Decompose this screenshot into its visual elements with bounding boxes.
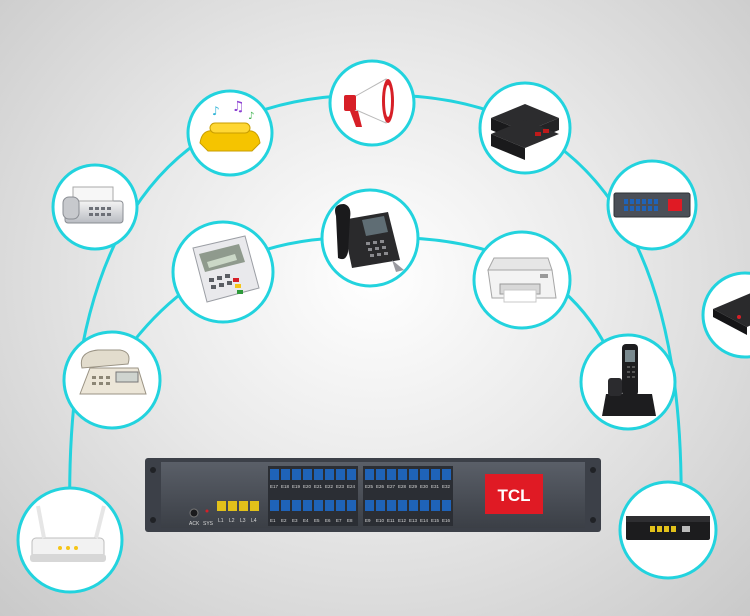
phone-port-label: E3	[292, 518, 298, 523]
phone-port	[409, 469, 418, 480]
phone-port-label: E27	[387, 484, 396, 489]
phone-port	[431, 500, 440, 511]
phone-port-label: E23	[336, 484, 345, 489]
phone-port	[398, 469, 407, 480]
phone-port	[442, 500, 451, 511]
phone-port-label: E5	[314, 518, 320, 523]
lan-port-label: L3	[240, 518, 246, 524]
network-switch-icon	[618, 480, 718, 580]
phone-port-label: E17	[270, 484, 279, 489]
phone-port	[336, 469, 345, 480]
cordless-phone-icon	[579, 333, 677, 431]
phone-port	[325, 500, 334, 511]
phone-port	[347, 469, 356, 480]
megaphone-icon	[328, 59, 416, 147]
printer-icon	[472, 230, 572, 330]
phone-port-label: E9	[365, 518, 371, 523]
lan-port	[250, 501, 259, 511]
phone-port	[281, 469, 290, 480]
phone-port	[314, 469, 323, 480]
tcl-brand-text: TCL	[497, 486, 530, 505]
phone-port	[387, 500, 396, 511]
phone-port	[314, 500, 323, 511]
lan-port	[239, 501, 248, 511]
phone-port	[420, 500, 429, 511]
phone-port	[281, 500, 290, 511]
phone-port	[365, 500, 374, 511]
phone-port-label: E15	[431, 518, 440, 523]
phone-port	[376, 469, 385, 480]
phone-port	[431, 469, 440, 480]
lan-port	[217, 501, 226, 511]
fax-machine-icon	[51, 163, 139, 251]
phone-port	[325, 469, 334, 480]
phone-port	[270, 469, 279, 480]
phone-port	[303, 469, 312, 480]
phone-port-label: E31	[431, 484, 440, 489]
lan-port	[228, 501, 237, 511]
card-terminal-icon	[171, 220, 275, 324]
phone-port-label: E2	[281, 518, 287, 523]
phone-port	[292, 469, 301, 480]
music-handset-icon: ♪ ♫ ♪	[186, 89, 274, 177]
lan-ports: L1 L2 L3 L4	[217, 501, 259, 524]
landline-phone-icon	[62, 330, 162, 430]
phone-port	[442, 469, 451, 480]
lan-port-label: L2	[229, 518, 235, 524]
phone-port-label: E10	[376, 518, 385, 523]
phone-port-label: E14	[420, 518, 429, 523]
phone-port-label: E21	[314, 484, 323, 489]
fiber-converter-icon	[478, 81, 572, 175]
phone-port	[336, 500, 345, 511]
tcl-logo: TCL	[485, 474, 543, 514]
ip-phone-icon	[320, 188, 420, 288]
phone-port-label: E20	[303, 484, 312, 489]
phone-port-label: E24	[347, 484, 356, 489]
phone-port-label: E4	[303, 518, 309, 523]
phone-port-label: E29	[409, 484, 418, 489]
phone-port	[398, 500, 407, 511]
status-indicators: ACK SYS	[189, 508, 214, 527]
phone-port-label: E18	[281, 484, 290, 489]
phone-port-label: E26	[376, 484, 385, 489]
phone-port	[387, 469, 396, 480]
phone-port	[365, 469, 374, 480]
phone-port-label: E6	[325, 518, 331, 523]
ack-label: ACK	[189, 521, 200, 527]
router-icon	[16, 486, 124, 594]
phone-port-label: E1	[270, 518, 276, 523]
svg-text:♪: ♪	[248, 111, 254, 122]
lan-port-label: L1	[218, 518, 224, 524]
phone-port	[292, 500, 301, 511]
phone-port-label: E22	[325, 484, 334, 489]
phone-port-label: E32	[442, 484, 451, 489]
sys-label: SYS	[203, 521, 214, 527]
phone-port	[270, 500, 279, 511]
phone-port-label: E25	[365, 484, 374, 489]
phone-port-label: E16	[442, 518, 451, 523]
phone-port	[303, 500, 312, 511]
phone-port-label: E8	[347, 518, 353, 523]
phone-port-label: E30	[420, 484, 429, 489]
phone-port	[376, 500, 385, 511]
phone-port-label: E11	[387, 518, 395, 523]
svg-text:♫: ♫	[232, 99, 245, 115]
lan-port-label: L4	[251, 518, 257, 524]
phone-port-label: E12	[398, 518, 407, 523]
phone-port-label: E28	[398, 484, 407, 489]
set-top-box-icon	[701, 271, 750, 359]
phone-port-label: E19	[292, 484, 301, 489]
phone-port	[347, 500, 356, 511]
phone-port	[409, 500, 418, 511]
phone-port-label: E7	[336, 518, 342, 523]
rack-device-icon	[606, 159, 698, 251]
phone-port	[420, 469, 429, 480]
phone-port-label: E13	[409, 518, 418, 523]
svg-text:♪: ♪	[212, 104, 220, 118]
